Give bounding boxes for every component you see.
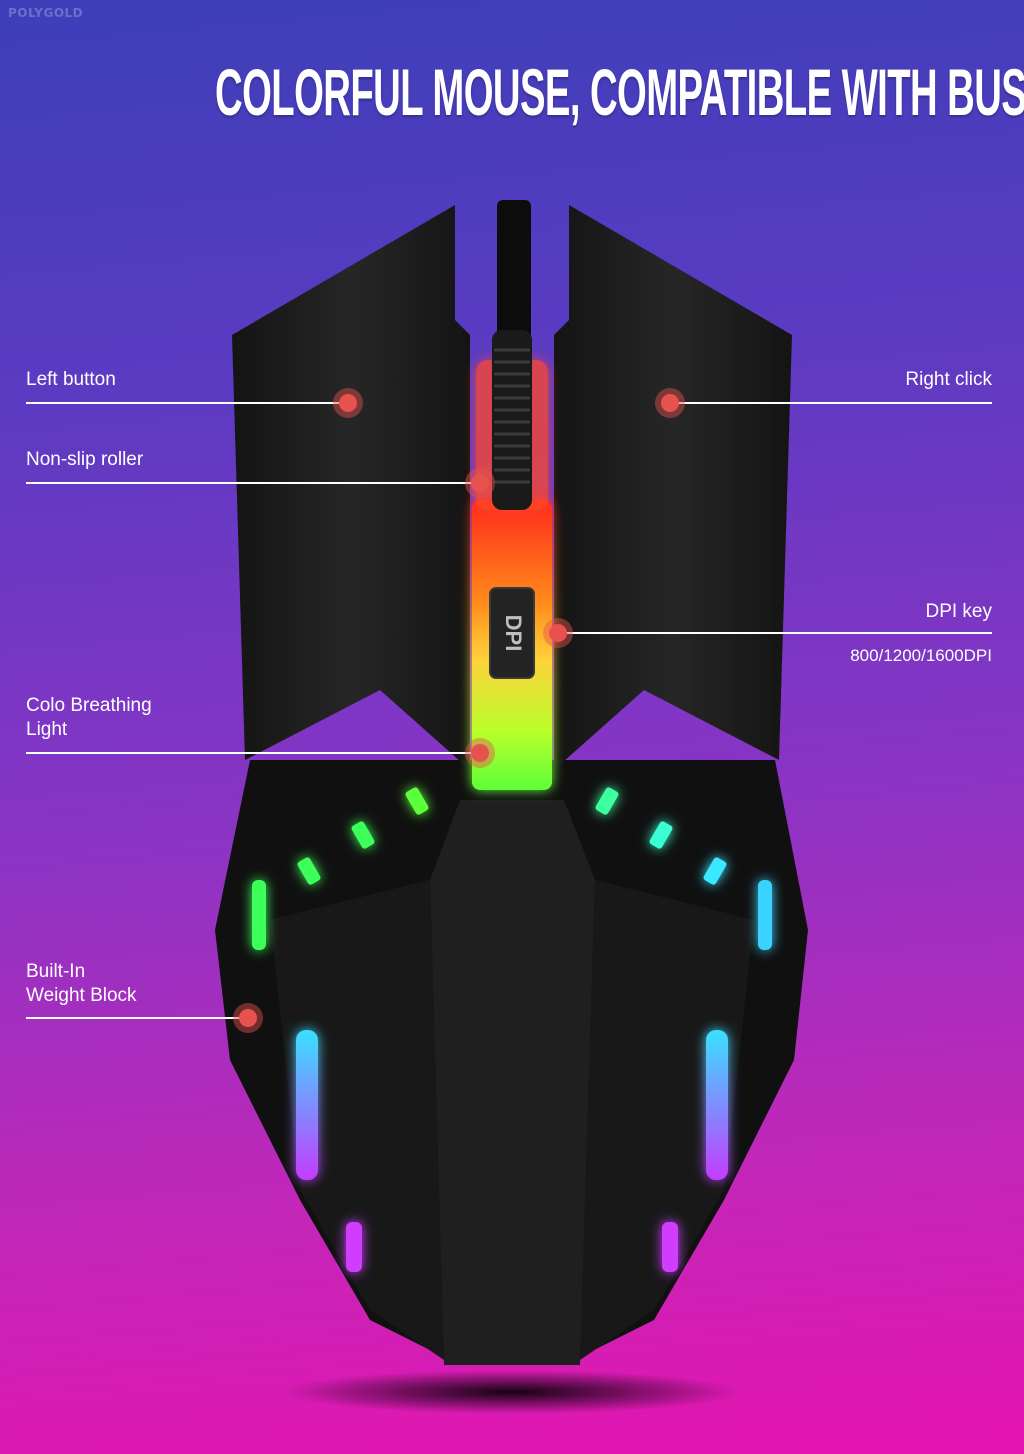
brand-watermark: POLYGOLD	[8, 6, 84, 20]
callout-non-slip-roller: Non-slip roller	[26, 449, 144, 470]
callout-right-click: Right click	[905, 369, 992, 390]
callout-dpi-key: DPI key	[925, 601, 992, 622]
callout-breathing-light: Colo Breathing Light	[26, 695, 152, 740]
callout-dpi-values: 800/1200/1600DPI	[850, 646, 992, 665]
callout-lines	[26, 402, 992, 1019]
floor-shadow	[282, 1370, 742, 1414]
mouse-left-flank	[270, 880, 444, 1360]
dpi-button-text: DPI	[501, 615, 526, 652]
dpi-button	[489, 587, 535, 679]
callout-left-button: Left button	[26, 369, 116, 390]
callout-dots	[233, 388, 685, 1033]
callout-weight-block: Built-In Weight Block	[26, 961, 137, 1006]
mouse-cable	[497, 200, 531, 340]
led-segments	[252, 787, 772, 1272]
mouse-spine	[430, 800, 595, 1365]
left-button	[232, 205, 470, 770]
mouse-right-flank	[580, 880, 754, 1360]
right-button	[554, 205, 792, 770]
